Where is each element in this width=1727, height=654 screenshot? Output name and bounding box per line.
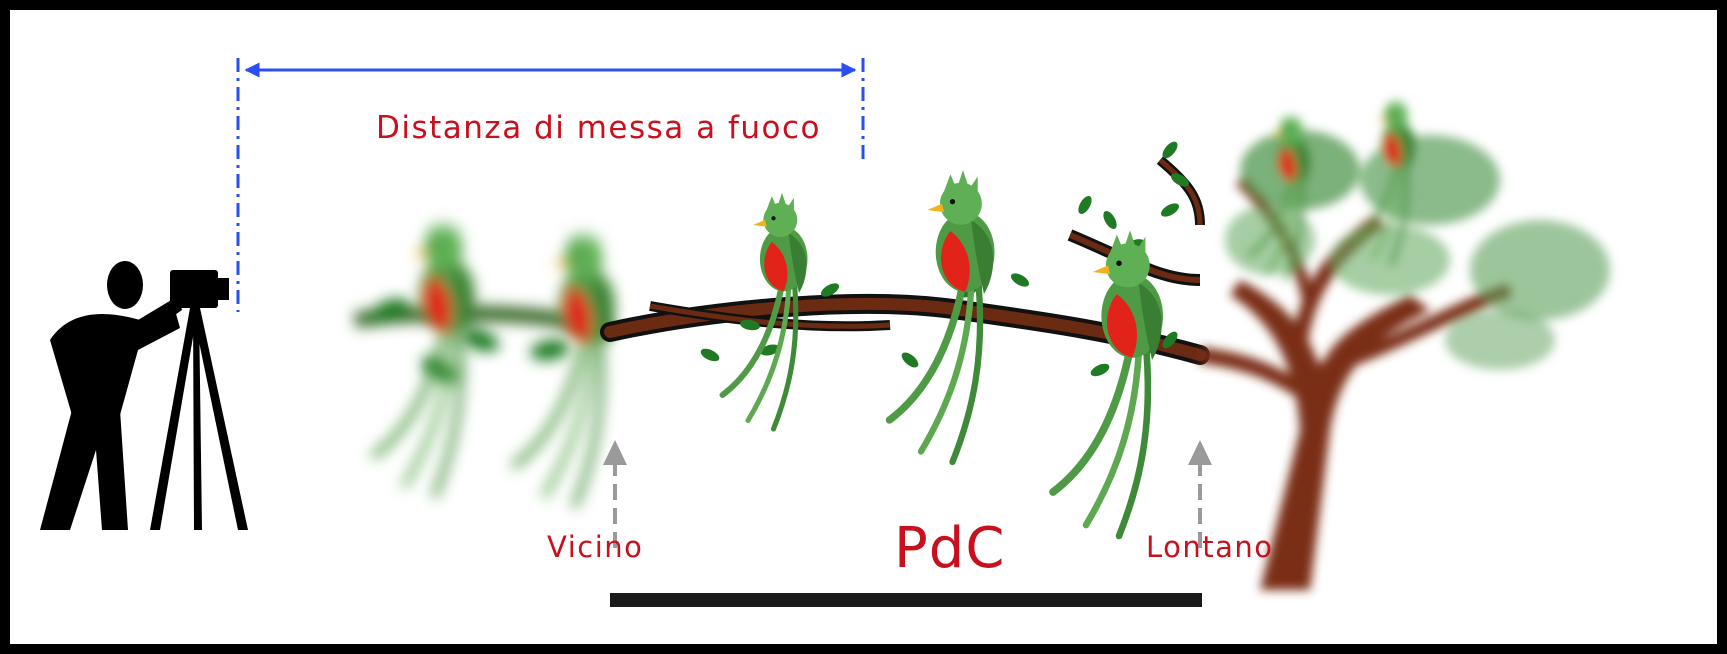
depth-of-field-illustration [10,10,1717,644]
depth-of-field-label: PdC [894,516,1005,581]
focus-distance-label: Distanza di messa a fuoco [376,110,821,146]
photographer-with-tripod-icon [40,261,248,530]
quetzal-bird-icon [515,227,615,505]
quetzal-bird-icon [375,217,475,495]
quetzal-bird-icon [1053,230,1163,536]
tree-icon [1200,97,1610,590]
depth-of-field-bar [610,593,1202,607]
near-limit-label: Vicino [547,530,643,564]
far-limit-label: Lontano [1146,530,1274,564]
diagram-canvas: Distanza di messa a fuoco Vicino Lontano… [10,10,1717,644]
